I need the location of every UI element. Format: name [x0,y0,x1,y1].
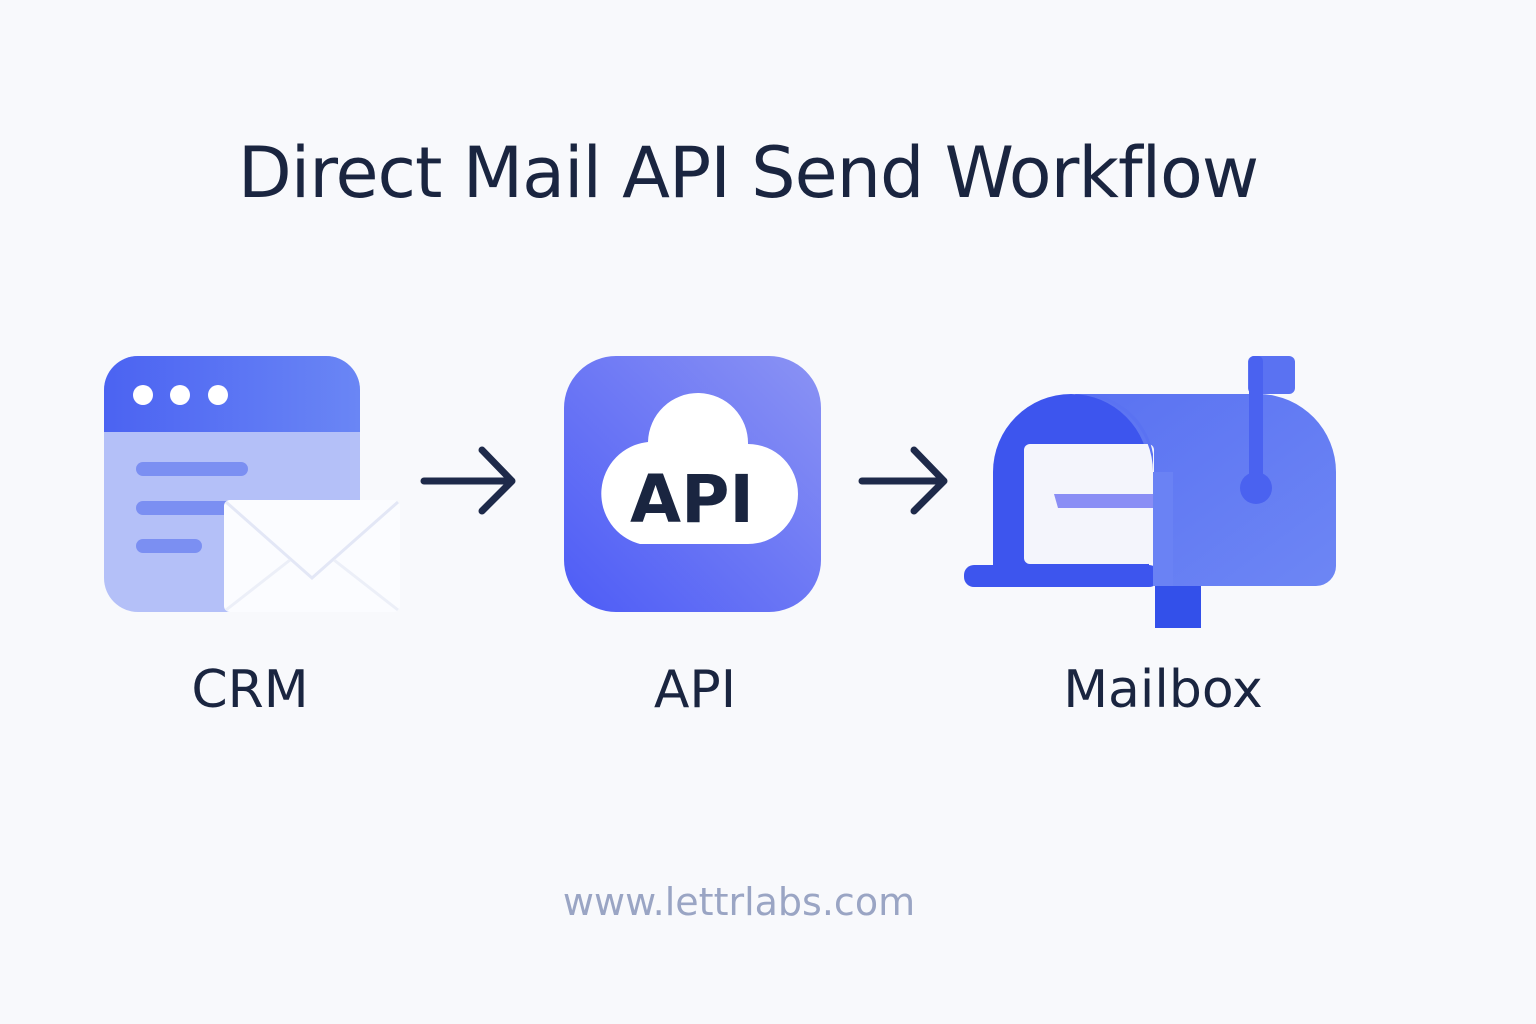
api-icon-text: API [630,461,754,538]
arrow-right-icon [420,446,516,515]
crm-window-envelope-icon [104,356,400,612]
mailbox-icon [964,356,1336,628]
step-label-api: API [653,660,737,720]
step-label-mailbox: Mailbox [1063,660,1263,720]
arrow-right-icon [858,446,948,515]
step-label-crm: CRM [191,660,309,720]
api-cloud-icon: API [564,356,821,612]
diagram-title: Direct Mail API Send Workflow [237,132,1259,214]
footer-url: www.lettrlabs.com [562,880,916,924]
